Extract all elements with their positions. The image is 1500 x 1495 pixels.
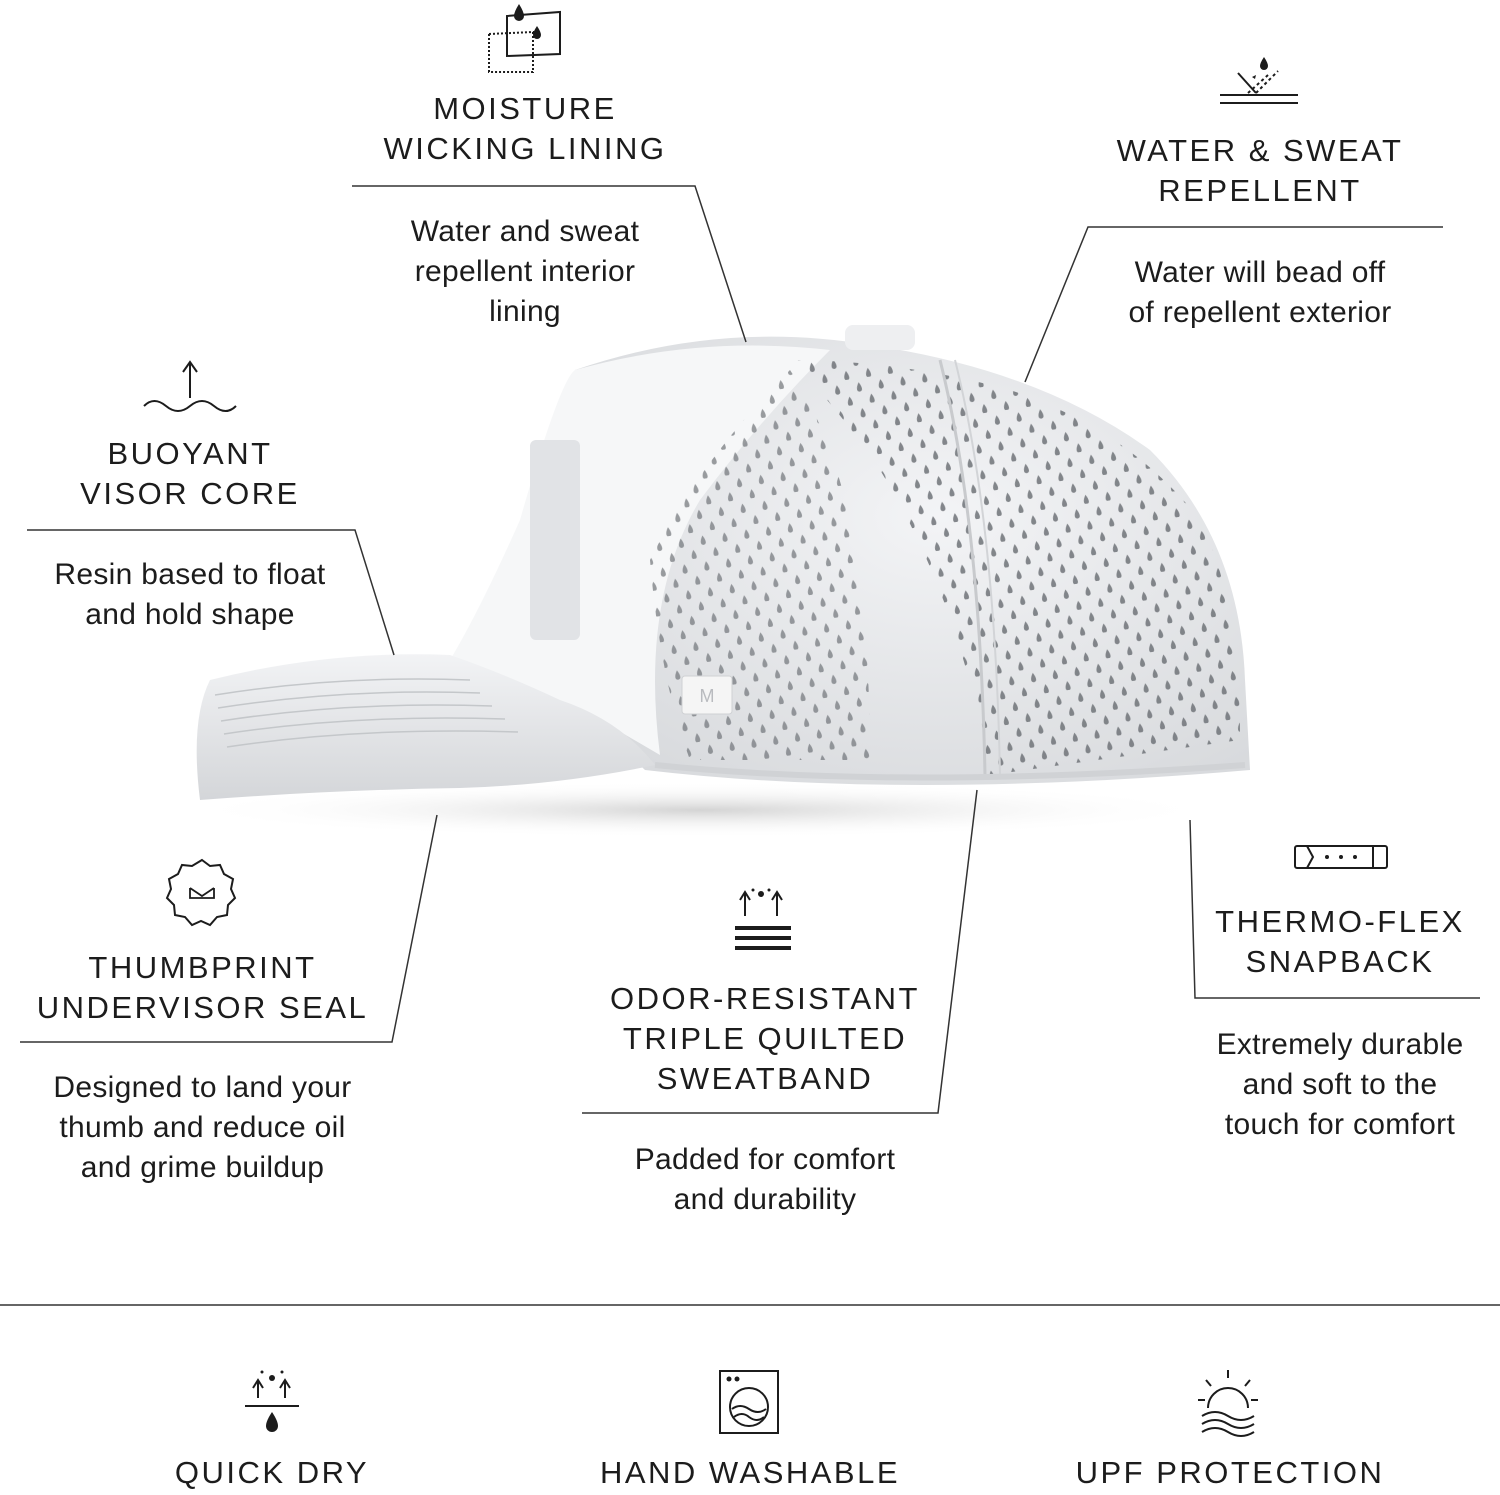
leader-snapback	[1189, 819, 1480, 999]
snapback-strap-icon	[1294, 845, 1388, 869]
feature-desc-odor: Padded for comfort and durability	[634, 1143, 896, 1216]
bottom-label-hand-washable: HAND WASHABLE	[599, 1455, 901, 1490]
feature-title-water: WATER & SWEAT REPELLENT	[1116, 133, 1404, 208]
feature-desc-snapback: Extremely durable and soft to the touch …	[1216, 1028, 1464, 1141]
thumbprint-badge-icon	[165, 858, 237, 927]
feature-title-buoyant: BUOYANT VISOR CORE	[80, 436, 300, 511]
leader-odor	[582, 789, 978, 1114]
leader-buoyant	[27, 529, 395, 656]
feature-desc-moisture: Water and sweat repellent interior linin…	[410, 215, 640, 328]
moisture-lining-icon	[488, 4, 561, 73]
feature-title-moisture: MOISTURE WICKING LINING	[383, 91, 667, 166]
feature-title-snapback: THERMO-FLEX SNAPBACK	[1215, 904, 1465, 979]
svg-text:M: M	[700, 686, 715, 706]
feature-title-thumbprint: THUMBPRINT UNDERVISOR SEAL	[36, 950, 369, 1025]
quick-dry-icon	[245, 1370, 299, 1432]
feature-desc-water: Water will bead off of repellent exterio…	[1128, 256, 1392, 329]
leader-water	[1024, 226, 1443, 383]
leader-moisture	[352, 185, 747, 343]
sun-upf-icon	[1198, 1370, 1258, 1437]
float-arrow-wave-icon	[143, 360, 237, 412]
water-drop-repel-icon	[1220, 57, 1298, 104]
bottom-label-upf-protection: UPF PROTECTION	[1075, 1455, 1385, 1490]
hand-washable-icon	[719, 1370, 779, 1434]
bottom-label-quick-dry: QUICK DRY	[174, 1455, 370, 1490]
feature-title-odor: ODOR-RESISTANT TRIPLE QUILTED SWEATBAND	[610, 981, 920, 1096]
leader-thumbprint	[20, 814, 438, 1043]
feature-desc-buoyant: Resin based to float and hold shape	[54, 558, 326, 631]
quilted-sweatband-icon	[735, 888, 791, 950]
feature-desc-thumbprint: Designed to land your thumb and reduce o…	[53, 1071, 352, 1184]
